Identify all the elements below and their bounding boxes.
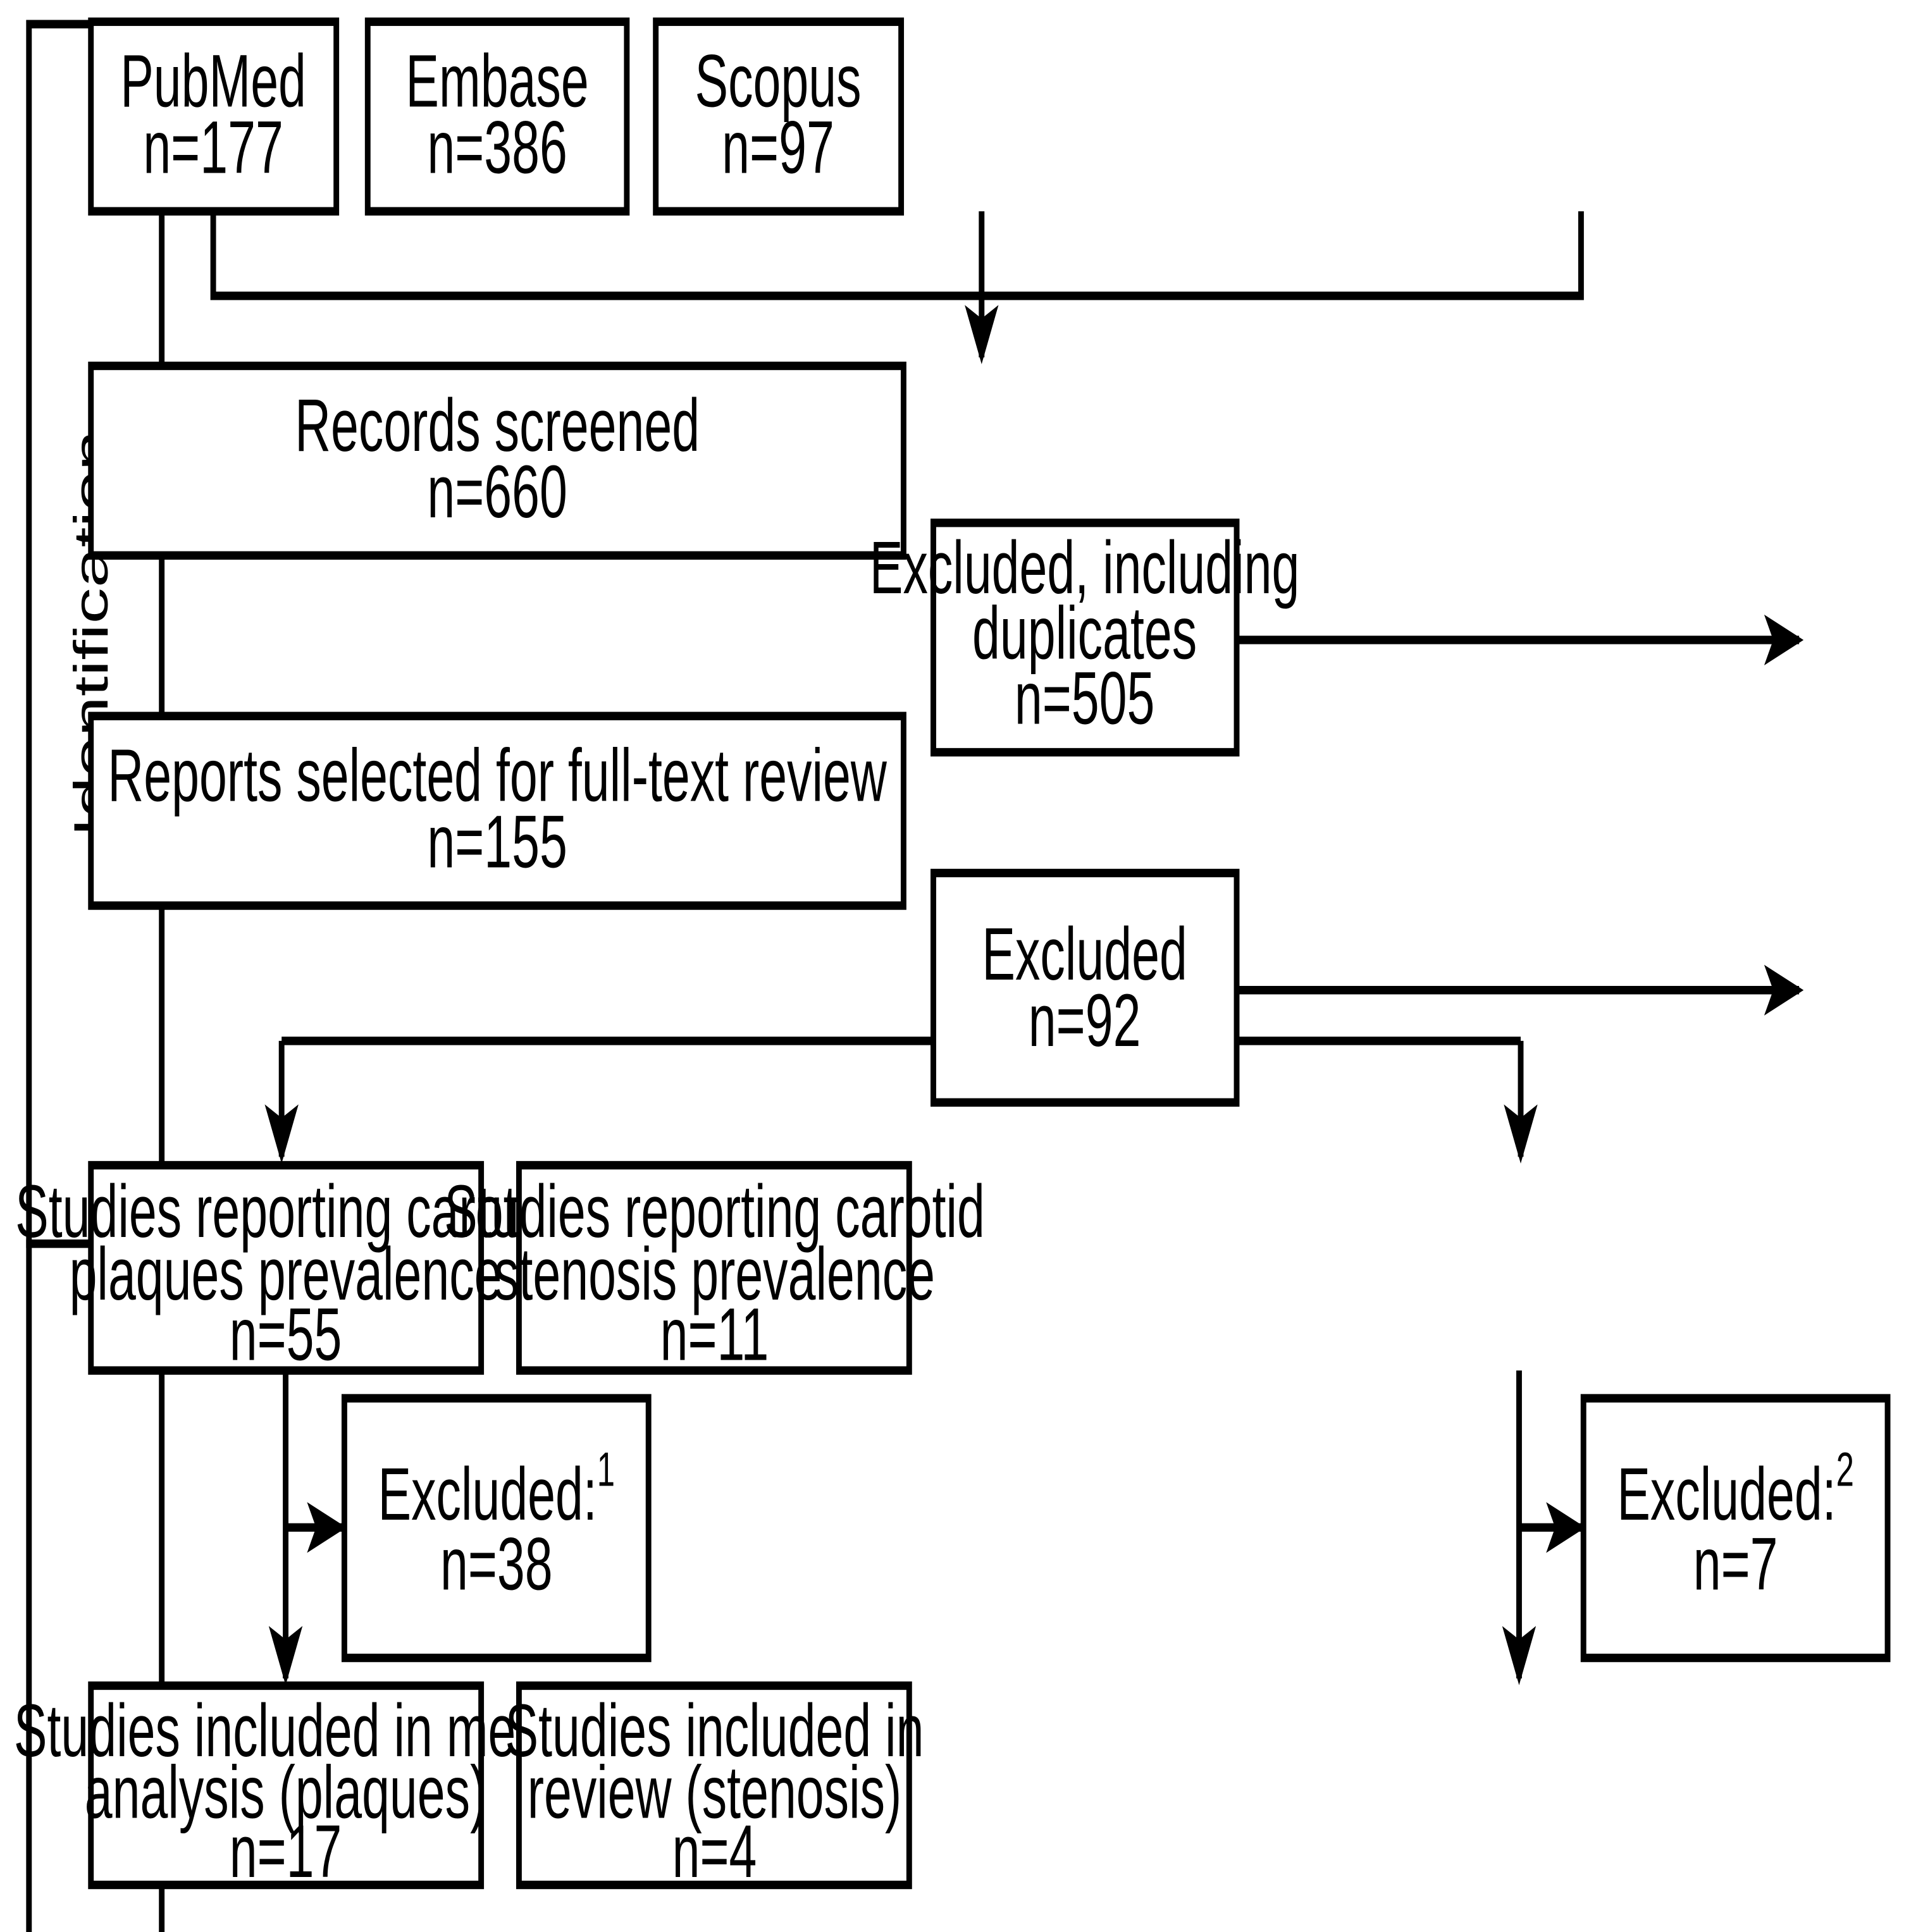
source-count-scopus: n=97 — [722, 106, 834, 190]
connector-scopus-to-bus — [981, 211, 1584, 300]
node-count-studies-plaques: n=55 — [230, 1293, 342, 1377]
node-label-reports-fulltext: Reports selected for full-text review — [108, 734, 887, 818]
node-count-records-screened: n=660 — [427, 450, 567, 534]
node-label-excluded-plaques: Excluded:1 — [378, 1442, 615, 1535]
node-label-studies-stenosis-line2: stenosis prevalence — [494, 1233, 935, 1316]
source-label-scopus: Scopus — [695, 40, 861, 123]
node-label-studies-stenosis-line1: Studies reporting carotid — [444, 1170, 985, 1253]
node-box-excluded-fulltext — [931, 868, 1240, 1107]
node-count-excluded-duplicates: n=505 — [1015, 657, 1154, 741]
node-label-excluded-fulltext: Excluded — [982, 913, 1187, 996]
node-box-records-screened — [88, 361, 906, 560]
node-count-excluded-plaques: n=38 — [440, 1523, 553, 1606]
node-label-included-meta-line2: analysis (plaques) — [85, 1750, 487, 1834]
node-count-included-meta: n=17 — [230, 1810, 342, 1893]
source-count-embase: n=386 — [427, 106, 567, 190]
node-label-excluded-plaques-superscript: 1 — [597, 1442, 615, 1496]
node-label-studies-plaques-line2: plaques prevalence — [70, 1233, 502, 1316]
source-box-pubmed — [88, 17, 340, 216]
node-count-excluded-stenosis: n=7 — [1693, 1523, 1778, 1606]
source-count-pubmed: n=177 — [143, 106, 283, 190]
node-label-studies-plaques-line1: Studies reporting carotid — [15, 1170, 556, 1253]
node-box-included-meta — [88, 1681, 485, 1890]
node-label-excluded-stenosis-superscript: 2 — [1836, 1442, 1854, 1496]
node-box-excluded-duplicates — [931, 519, 1240, 757]
node-box-reports-fulltext — [88, 711, 906, 910]
stage-identification-box — [26, 20, 165, 1248]
node-label-excluded-duplicates-line2: duplicates — [972, 591, 1197, 675]
node-label-excluded-duplicates-line1: Excluded, including — [870, 526, 1300, 610]
node-box-studies-plaques — [88, 1160, 485, 1375]
node-label-included-review-line2: review (stenosis) — [528, 1750, 902, 1834]
node-box-excluded-stenosis — [1580, 1394, 1891, 1663]
connector-pubmed-to-bus — [210, 211, 982, 300]
node-count-studies-stenosis: n=11 — [660, 1293, 769, 1377]
source-box-embase — [364, 17, 630, 216]
node-box-excluded-plaques — [341, 1394, 652, 1663]
node-label-excluded-stenosis: Excluded:2 — [1617, 1442, 1854, 1535]
node-label-records-screened: Records screened — [295, 384, 700, 467]
node-count-excluded-fulltext: n=92 — [1029, 979, 1141, 1062]
node-label-included-meta-line1: Studies included in meta — [14, 1689, 557, 1773]
node-label-excluded-stenosis-text: Excluded: — [1617, 1453, 1836, 1536]
node-label-excluded-plaques-text: Excluded: — [378, 1453, 597, 1536]
source-label-pubmed: PubMed — [120, 40, 306, 123]
node-box-included-review — [516, 1681, 912, 1890]
node-count-included-review: n=4 — [672, 1810, 757, 1893]
node-label-included-review-line1: Studies included in — [505, 1689, 924, 1773]
node-count-reports-fulltext: n=155 — [427, 801, 567, 884]
source-box-scopus — [653, 17, 905, 216]
node-box-studies-stenosis — [516, 1160, 912, 1375]
source-label-embase: Embase — [405, 40, 588, 123]
